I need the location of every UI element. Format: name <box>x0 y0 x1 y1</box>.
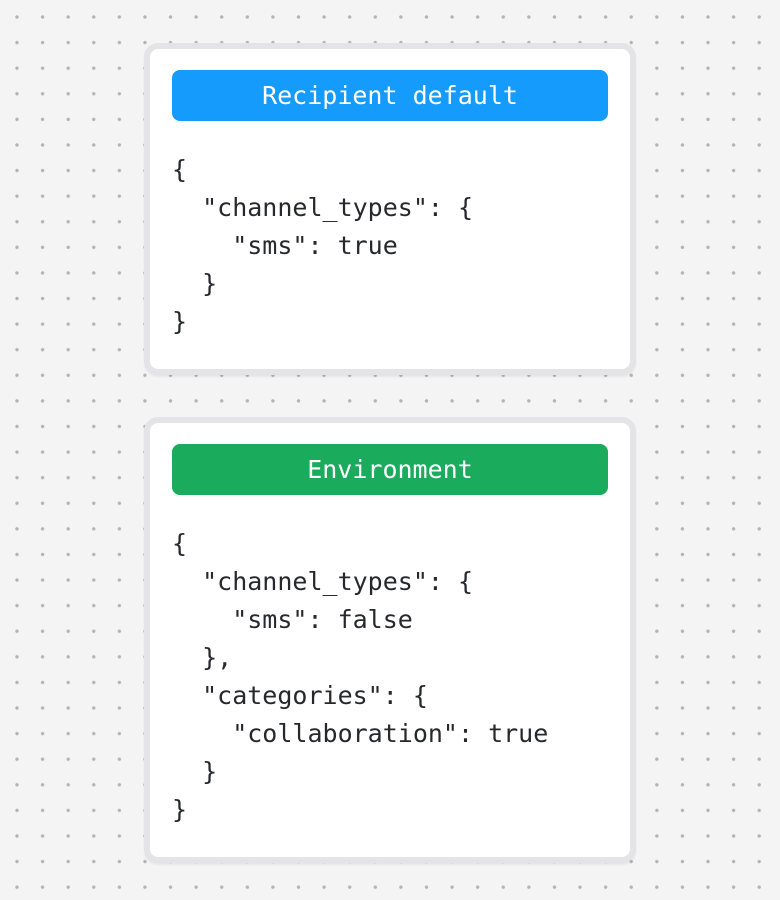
environment-card: Environment { "channel_types": { "sms": … <box>144 417 636 863</box>
environment-header: Environment <box>172 444 608 495</box>
environment-code-block: { "channel_types": { "sms": false }, "ca… <box>172 529 549 824</box>
diagram-canvas: Recipient default { "channel_types": { "… <box>0 43 780 863</box>
recipient-default-card: Recipient default { "channel_types": { "… <box>144 43 636 375</box>
recipient-default-header: Recipient default <box>172 70 608 121</box>
recipient-default-code-block: { "channel_types": { "sms": true } } <box>172 155 474 336</box>
